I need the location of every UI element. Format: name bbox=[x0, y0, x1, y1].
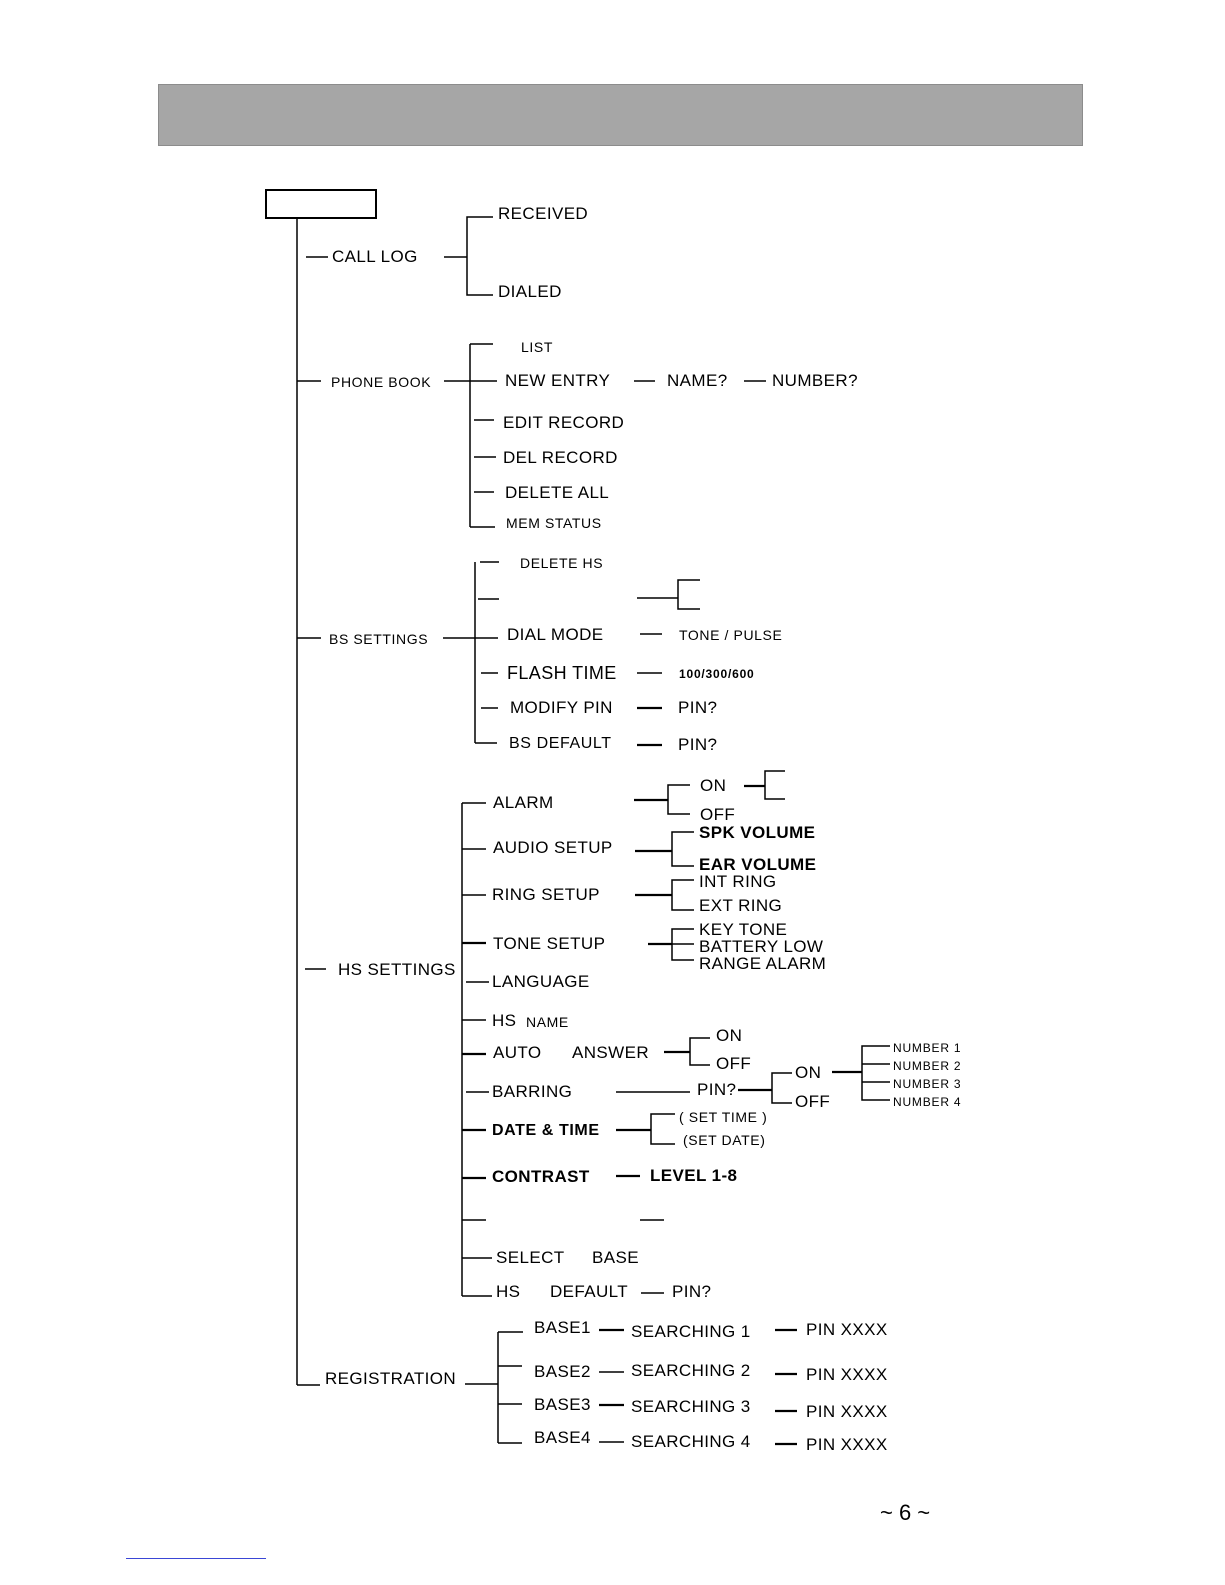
bs-modify-pin: MODIFY PIN bbox=[510, 698, 613, 717]
ring-bracket bbox=[671, 879, 694, 911]
hs-range-alarm: RANGE ALARM bbox=[699, 954, 827, 973]
menu-hs-settings: HS SETTINGS bbox=[338, 960, 456, 979]
bs-modify-pin-prompt: PIN? bbox=[678, 698, 718, 717]
auto-bracket bbox=[689, 1037, 710, 1066]
bs-default-prompt: PIN? bbox=[678, 735, 718, 754]
footer-link-underline[interactable] bbox=[126, 1558, 266, 1559]
hs-contrast: CONTRAST bbox=[492, 1167, 590, 1186]
numbers-bracket bbox=[861, 1045, 890, 1101]
root-menu-box bbox=[265, 189, 377, 219]
hs-answer-label: ANSWER bbox=[572, 1043, 650, 1062]
hs-alarm-on: ON bbox=[700, 776, 727, 795]
phone-book-new-entry: NEW ENTRY bbox=[505, 371, 611, 390]
hs-select-label: SELECT bbox=[496, 1248, 565, 1267]
hs-barring-pin: PIN? bbox=[697, 1080, 737, 1099]
hs-name-label-a: HS bbox=[492, 1011, 517, 1030]
registration-searching: SEARCHING 2 bbox=[631, 1361, 751, 1380]
bs-tone-pulse: TONE / PULSE bbox=[679, 627, 783, 643]
alarm-on-bracket bbox=[764, 770, 785, 800]
hs-tone-setup: TONE SETUP bbox=[493, 934, 606, 953]
hs-key-tone: KEY TONE bbox=[699, 920, 788, 939]
bs-delete-hs: DELETE HS bbox=[520, 555, 604, 571]
alarm-bracket bbox=[667, 784, 690, 815]
hs-default-label-a: HS bbox=[496, 1282, 521, 1301]
hs-date-time: DATE & TIME bbox=[492, 1122, 600, 1139]
hs-int-ring: INT RING bbox=[699, 872, 777, 891]
hs-alarm: ALARM bbox=[493, 793, 554, 812]
phone-book-del-record: DEL RECORD bbox=[503, 448, 618, 467]
date-bracket bbox=[650, 1113, 675, 1145]
audio-bracket bbox=[671, 831, 694, 867]
hs-base-label: BASE bbox=[592, 1248, 639, 1267]
bs-flash-values: 100/300/600 bbox=[679, 667, 755, 681]
hs-spk-volume: SPK VOLUME bbox=[699, 823, 816, 842]
hs-ext-ring: EXT RING bbox=[699, 896, 783, 915]
registration-searching: SEARCHING 4 bbox=[631, 1432, 751, 1451]
hs-battery-low: BATTERY LOW bbox=[699, 937, 824, 956]
bs-default: BS DEFAULT bbox=[509, 735, 612, 752]
header-bar bbox=[158, 84, 1083, 146]
hs-auto-on: ON bbox=[716, 1026, 743, 1045]
hs-contrast-level: LEVEL 1-8 bbox=[650, 1166, 738, 1185]
registration-pin: PIN XXXX bbox=[806, 1365, 888, 1384]
registration-searching: SEARCHING 3 bbox=[631, 1397, 751, 1416]
phone-book-mem-status: MEM STATUS bbox=[506, 515, 602, 531]
hs-barring-number: NUMBER 4 bbox=[893, 1095, 962, 1109]
hs-language: LANGUAGE bbox=[492, 972, 590, 991]
registration-base: BASE4 bbox=[534, 1428, 591, 1447]
barring-bracket bbox=[771, 1072, 792, 1104]
hs-alarm-off: OFF bbox=[700, 805, 736, 824]
hs-name-label-b: NAME bbox=[526, 1014, 569, 1030]
hs-barring-number: NUMBER 1 bbox=[893, 1041, 962, 1055]
menu-phone-book: PHONE BOOK bbox=[331, 374, 432, 390]
registration-pin: PIN XXXX bbox=[806, 1435, 888, 1454]
phone-book-list: LIST bbox=[521, 339, 553, 355]
hs-auto-off: OFF bbox=[716, 1054, 752, 1073]
menu-bs-settings: BS SETTINGS bbox=[329, 631, 429, 647]
registration-base: BASE2 bbox=[534, 1362, 591, 1381]
blank-bracket bbox=[677, 579, 700, 610]
call-log-received: RECEIVED bbox=[498, 204, 589, 223]
hs-barring-off: OFF bbox=[795, 1092, 831, 1111]
phone-book-delete-all: DELETE ALL bbox=[505, 483, 610, 502]
hs-ring-setup: RING SETUP bbox=[492, 885, 600, 904]
registration-pin: PIN XXXX bbox=[806, 1320, 888, 1339]
hs-audio-setup: AUDIO SETUP bbox=[493, 838, 613, 857]
hs-barring-number: NUMBER 2 bbox=[893, 1059, 962, 1073]
registration-base: BASE1 bbox=[534, 1318, 591, 1337]
registration-pin: PIN XXXX bbox=[806, 1402, 888, 1421]
hs-set-date: (SET DATE) bbox=[683, 1132, 766, 1148]
phone-book-name: NAME? bbox=[667, 371, 728, 390]
hs-barring-on: ON bbox=[795, 1063, 822, 1082]
bs-flash-time: FLASH TIME bbox=[507, 663, 617, 683]
registration-searching: SEARCHING 1 bbox=[631, 1322, 751, 1341]
hs-set-time: ( SET TIME ) bbox=[679, 1109, 768, 1125]
menu-call-log: CALL LOG bbox=[332, 247, 418, 266]
hs-barring-number: NUMBER 3 bbox=[893, 1077, 962, 1091]
registration-base: BASE3 bbox=[534, 1395, 591, 1414]
call-log-dialed: DIALED bbox=[498, 282, 562, 301]
hs-default-prompt: PIN? bbox=[672, 1282, 712, 1301]
hs-ear-volume: EAR VOLUME bbox=[699, 855, 817, 874]
phone-book-number: NUMBER? bbox=[772, 371, 858, 390]
page-number: ~ 6 ~ bbox=[880, 1500, 931, 1525]
hs-auto-label: AUTO bbox=[493, 1043, 542, 1062]
phone-book-edit-record: EDIT RECORD bbox=[503, 413, 625, 432]
hs-barring: BARRING bbox=[492, 1082, 573, 1101]
call-log-bracket bbox=[466, 216, 493, 296]
hs-default-label-b: DEFAULT bbox=[550, 1282, 629, 1301]
bs-dial-mode: DIAL MODE bbox=[507, 625, 604, 644]
menu-registration: REGISTRATION bbox=[325, 1369, 457, 1388]
